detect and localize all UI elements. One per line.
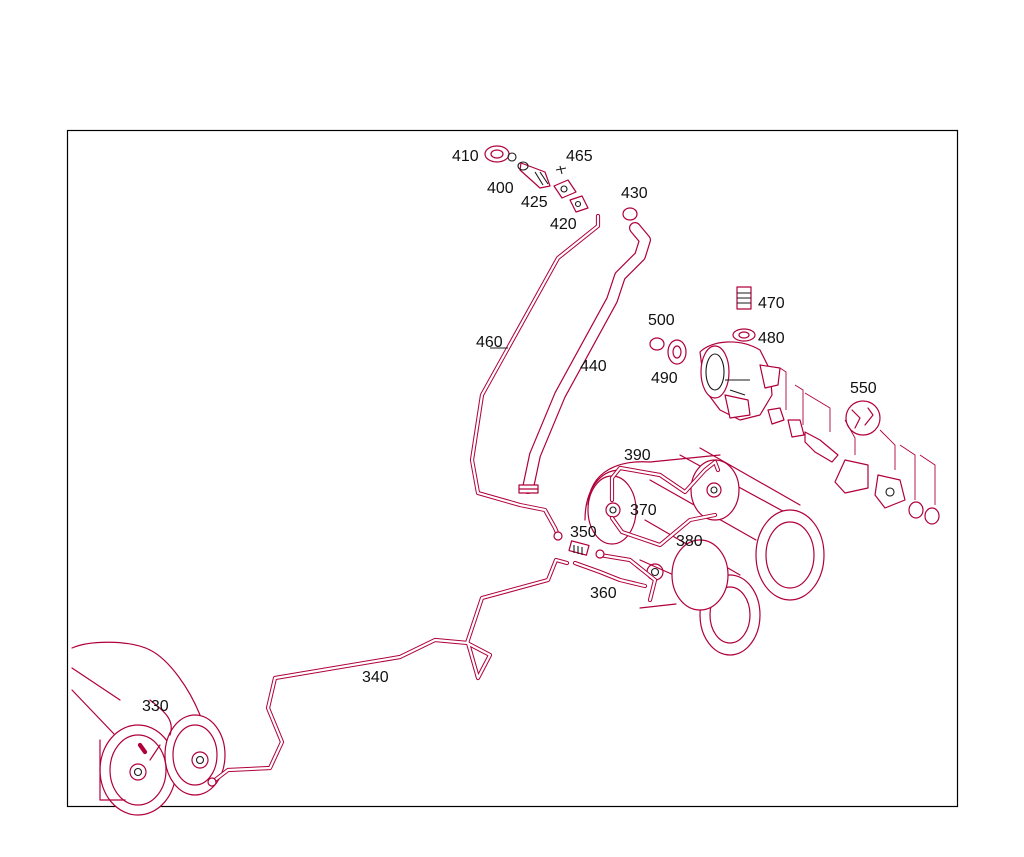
callout-460: 460 (476, 334, 503, 351)
callout-430: 430 (621, 185, 648, 202)
pipe-460 (469, 213, 601, 541)
callout-330: 330 (142, 698, 169, 715)
fitting-350 (568, 540, 605, 559)
air-reservoir-left-pair (71, 641, 226, 816)
callout-370: 370 (630, 502, 657, 519)
callout-440: 440 (580, 358, 607, 375)
callout-420: 420 (550, 216, 577, 233)
air-reservoir-right-pair (584, 447, 825, 656)
compressor-group (649, 286, 940, 525)
parts-group-400 (484, 145, 638, 221)
callout-360: 360 (590, 585, 617, 602)
callout-340: 340 (362, 669, 389, 686)
callout-480: 480 (758, 330, 785, 347)
callout-380: 380 (676, 533, 703, 550)
callout-350: 350 (570, 524, 597, 541)
callout-390: 390 (624, 447, 651, 464)
callout-410: 410 (452, 148, 479, 165)
callout-400: 400 (487, 180, 514, 197)
pipe-340 (137, 557, 570, 787)
callout-425: 425 (521, 194, 548, 211)
pipe-390 (609, 459, 721, 503)
pipe-370 (609, 512, 718, 548)
callout-500: 500 (648, 312, 675, 329)
hose-440 (518, 222, 651, 494)
pipe-380 (572, 552, 658, 603)
callout-550: 550 (850, 380, 877, 397)
wrench-icon (845, 400, 881, 436)
callout-465: 465 (566, 148, 593, 165)
callout-490: 490 (651, 370, 678, 387)
diagram-border (66, 129, 959, 808)
callout-470: 470 (758, 295, 785, 312)
